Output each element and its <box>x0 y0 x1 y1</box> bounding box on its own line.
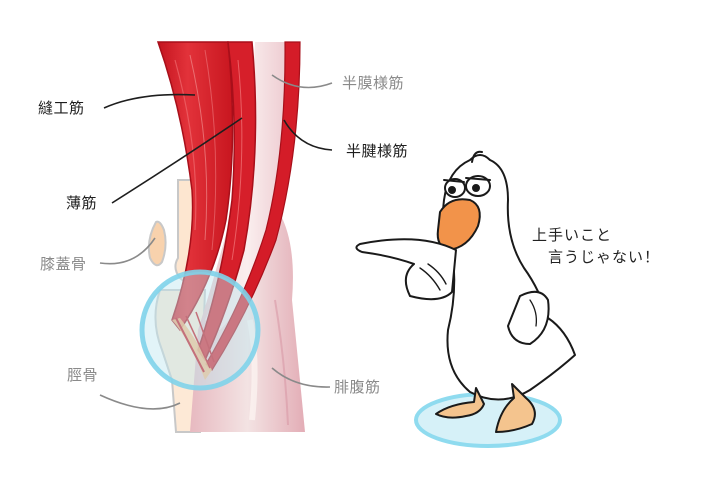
patella-bone <box>147 220 167 267</box>
label-gastrocnemius: 腓腹筋 <box>334 378 381 396</box>
speech-line-2: 言うじゃない！ <box>548 248 661 266</box>
label-tibia: 脛骨 <box>67 366 99 384</box>
duck-speech: 上手いこと 言うじゃない！ <box>532 224 660 268</box>
highlight-circle <box>139 269 261 391</box>
leader-lines <box>99 74 333 410</box>
tibia-bone <box>154 289 207 433</box>
label-semimembranosus: 半膜様筋 <box>342 74 405 92</box>
label-gracilis: 薄筋 <box>66 194 98 212</box>
pes-anserinus-tendons <box>172 311 215 380</box>
label-semitendinosus: 半腱様筋 <box>346 142 409 160</box>
label-patella: 膝蓋骨 <box>40 255 87 273</box>
speech-line-1: 上手いこと <box>532 226 613 244</box>
duck-character <box>355 150 576 448</box>
label-sartorius: 縫工筋 <box>38 99 85 117</box>
semitendinosus-muscle <box>205 41 301 371</box>
